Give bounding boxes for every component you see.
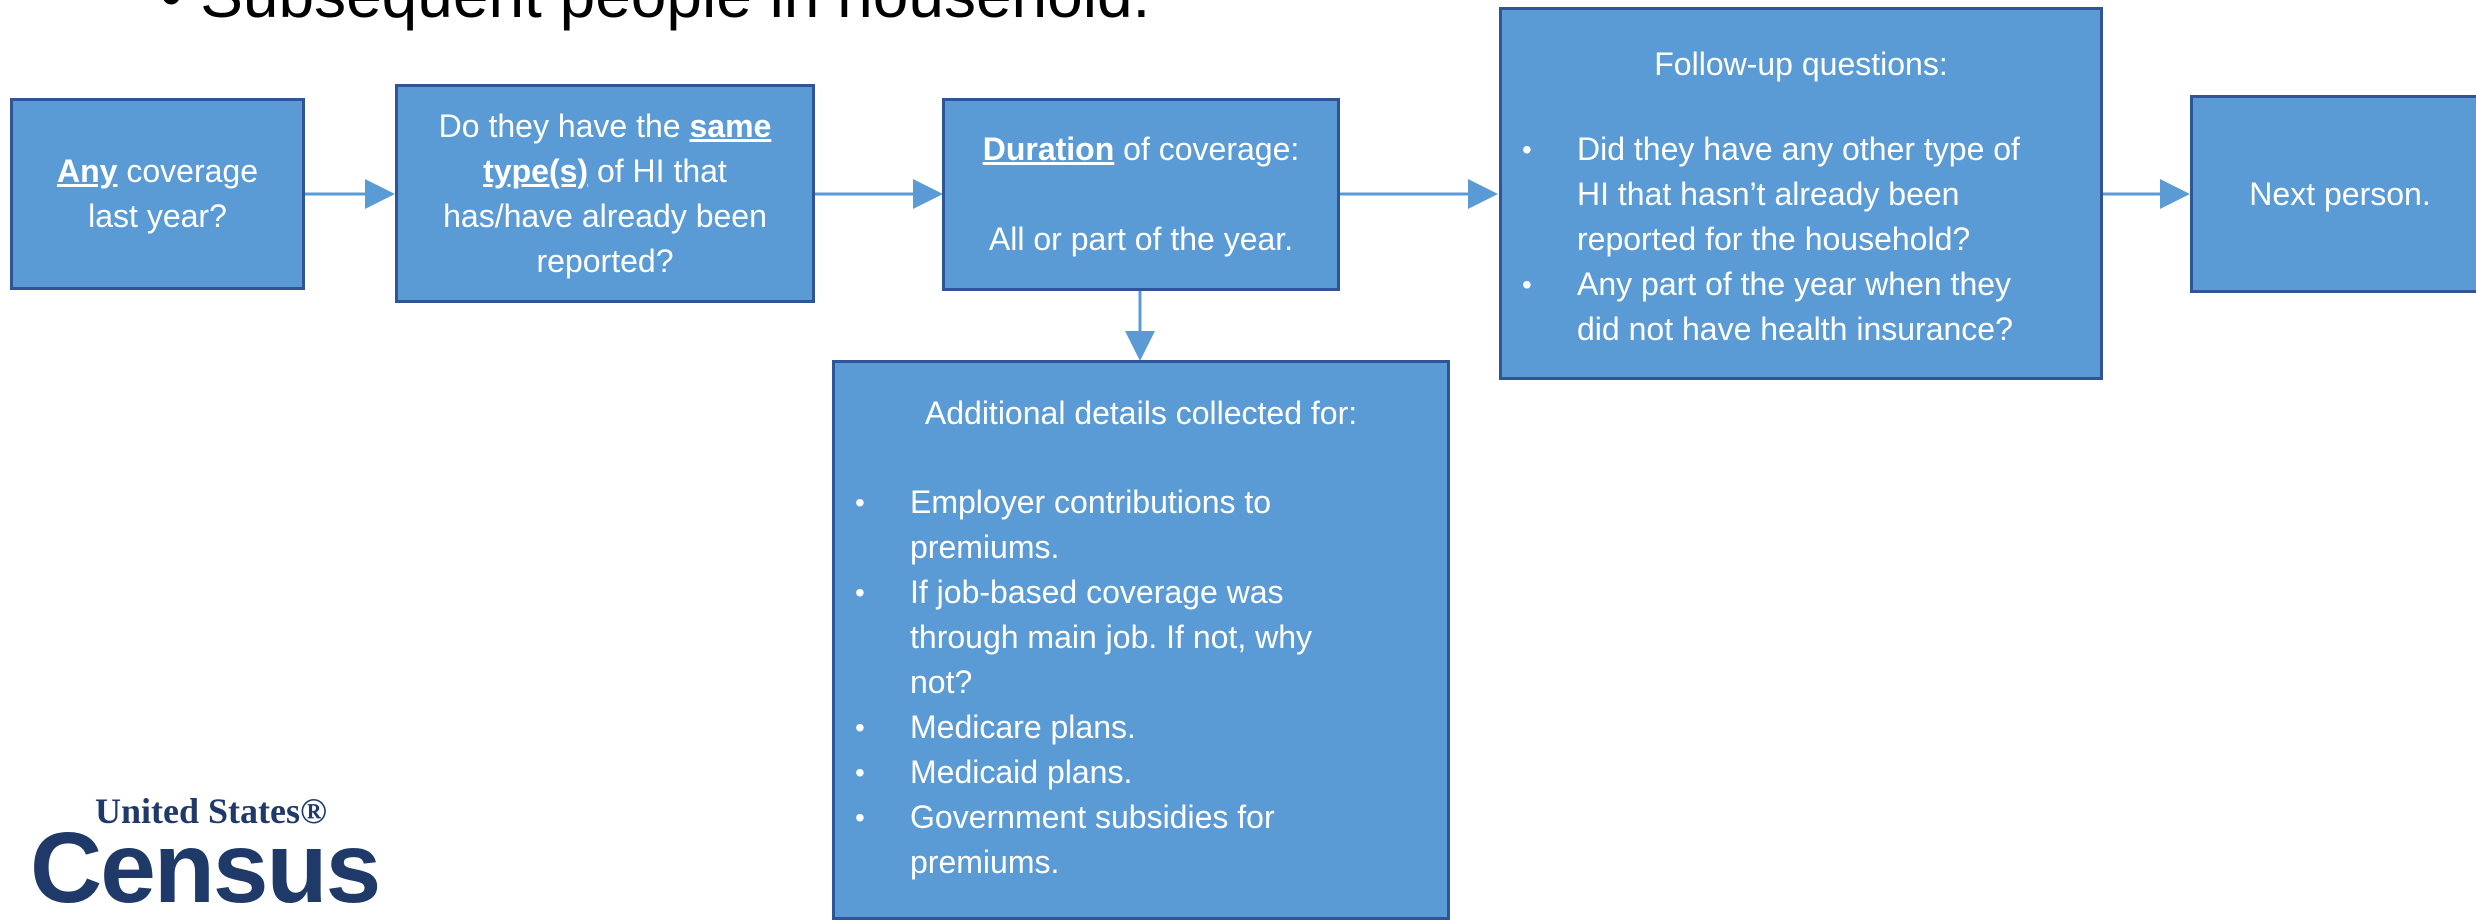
census-logo: United States® Census	[0, 790, 381, 918]
duration-line2: All or part of the year.	[988, 221, 1294, 257]
duration-line1: Duration of coverage:	[982, 131, 1300, 167]
same-types-line3: has/have already been	[443, 197, 767, 234]
additional-details-item: Government subsidies for premiums.	[835, 795, 1447, 885]
follow-up-questions-box: Follow-up questions: Did they have any o…	[1499, 7, 2103, 380]
census-logo-wordmark: Census	[30, 812, 381, 924]
follow-up-item: Did they have any other type of HI that …	[1502, 127, 2100, 262]
same-types-box: Do they have the same type(s) of HI that…	[395, 84, 815, 303]
same-types-line2: type(s) of HI that	[483, 152, 727, 189]
additional-details-item: If job-based coverage was through main j…	[835, 570, 1447, 705]
any-coverage-box: Any coverage last year?	[10, 98, 305, 290]
any-coverage-line1: Any coverage	[57, 153, 258, 189]
slide-heading: • Subsequent people in household.	[160, 0, 1150, 32]
follow-up-list: Did they have any other type of HI that …	[1502, 127, 2100, 352]
same-types-line1: Do they have the same	[438, 107, 772, 144]
census-logo-top-text: United States®	[95, 791, 327, 831]
follow-up-title: Follow-up questions:	[1654, 46, 1948, 82]
additional-details-list: Employer contributions to premiums. If j…	[835, 480, 1447, 885]
connector-arrows	[303, 179, 2190, 361]
additional-details-item: Medicare plans.	[835, 705, 1447, 750]
additional-details-item: Employer contributions to premiums.	[835, 480, 1447, 570]
additional-details-box: Additional details collected for: Employ…	[832, 360, 1450, 920]
additional-details-title: Additional details collected for:	[924, 395, 1358, 431]
follow-up-item: Any part of the year when they did not h…	[1502, 262, 2100, 352]
additional-details-item: Medicaid plans.	[835, 750, 1447, 795]
same-types-line4: reported?	[536, 242, 674, 279]
any-coverage-line2: last year?	[88, 198, 227, 234]
duration-box: Duration of coverage: All or part of the…	[942, 98, 1340, 291]
next-person-box: Next person.	[2190, 95, 2476, 293]
next-person-label: Next person.	[2249, 175, 2431, 212]
